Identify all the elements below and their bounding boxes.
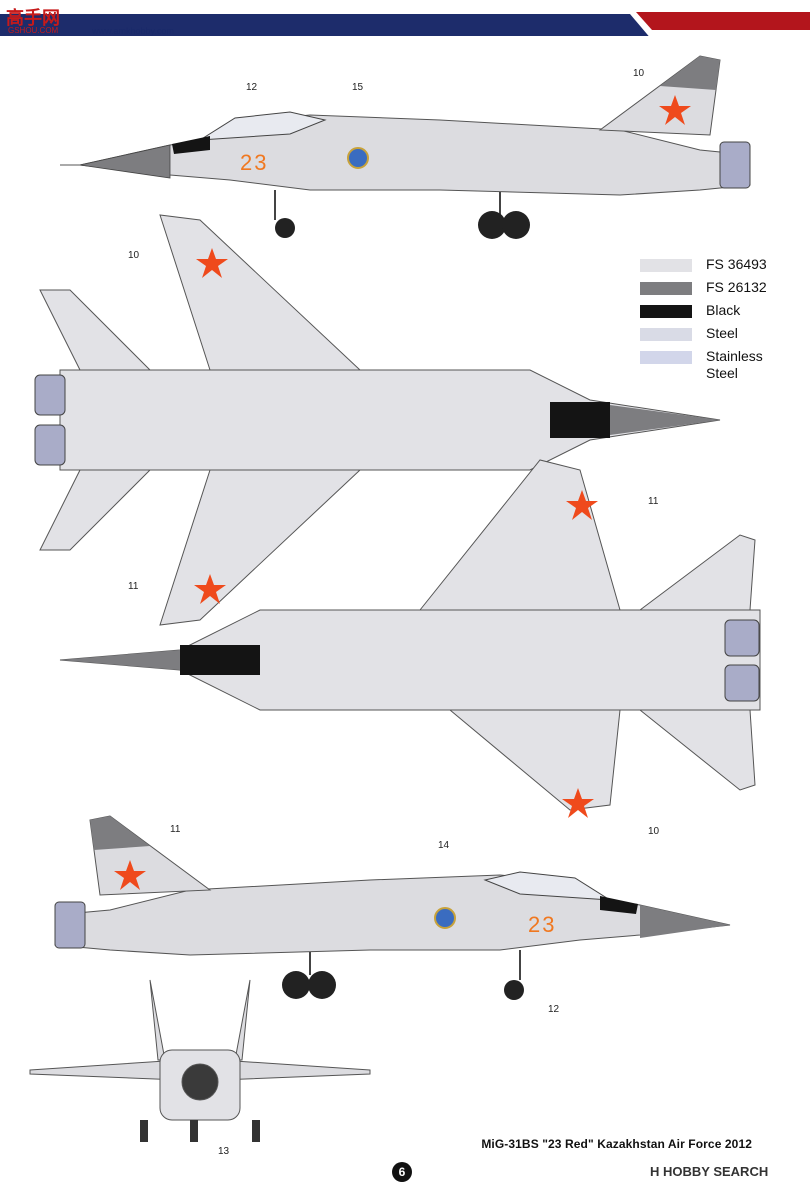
header-bar bbox=[0, 8, 810, 40]
site-url[interactable]: www.amkhobby.com bbox=[92, 26, 174, 36]
legend-label: FS 36493 bbox=[706, 256, 767, 272]
site-logo-sub: GSHOU.COM bbox=[8, 26, 59, 35]
page-caption: MiG-31BS "23 Red" Kazakhstan Air Force 2… bbox=[481, 1137, 752, 1151]
callout-11-plan: 11 bbox=[128, 581, 139, 592]
plan-view-top bbox=[34, 214, 721, 626]
legend-label: FS 26132 bbox=[706, 279, 767, 295]
swatch-fs26132 bbox=[640, 282, 692, 295]
color-legend: FS 36493 FS 26132 Black Steel Stainless … bbox=[640, 254, 810, 383]
callout-12-top: 12 bbox=[246, 82, 258, 93]
callout-14: 14 bbox=[438, 840, 450, 851]
legend-item: Black bbox=[640, 300, 810, 322]
callout-12-right: 12 bbox=[548, 1004, 560, 1015]
side-view-left bbox=[60, 55, 751, 239]
callout-11-under: 11 bbox=[648, 496, 659, 507]
swatch-stainless-steel bbox=[640, 351, 692, 364]
legend-item: FS 36493 bbox=[640, 254, 810, 276]
front-view bbox=[29, 979, 371, 1142]
callout-15: 15 bbox=[352, 82, 364, 93]
site-logo-text: 高手网 bbox=[6, 8, 60, 28]
callout-11-right: 11 bbox=[170, 824, 181, 835]
legend-item: Steel bbox=[640, 323, 810, 345]
swatch-black bbox=[640, 305, 692, 318]
legend-item: FS 26132 bbox=[640, 277, 810, 299]
callout-10-plan: 10 bbox=[128, 250, 140, 261]
callout-13: 13 bbox=[218, 1146, 230, 1157]
tactical-number-top: 23 bbox=[240, 150, 269, 175]
callout-10-top: 10 bbox=[633, 68, 645, 79]
site-logo[interactable]: 高手网 GSHOU.COM bbox=[6, 4, 90, 40]
legend-label: Black bbox=[706, 302, 741, 318]
side-view-right bbox=[54, 815, 731, 1000]
legend-item: Stainless Steel bbox=[640, 346, 810, 382]
legend-label: Steel bbox=[706, 325, 738, 341]
callout-10-under: 10 bbox=[648, 826, 660, 837]
swatch-steel bbox=[640, 328, 692, 341]
tactical-number-right: 23 bbox=[528, 912, 557, 937]
watermark: H HOBBY SEARCH bbox=[650, 1164, 769, 1179]
swatch-fs36493 bbox=[640, 259, 692, 272]
plan-view-underside bbox=[59, 459, 761, 818]
page-number: 6 bbox=[392, 1162, 412, 1182]
legend-label: Stainless Steel bbox=[706, 348, 763, 381]
